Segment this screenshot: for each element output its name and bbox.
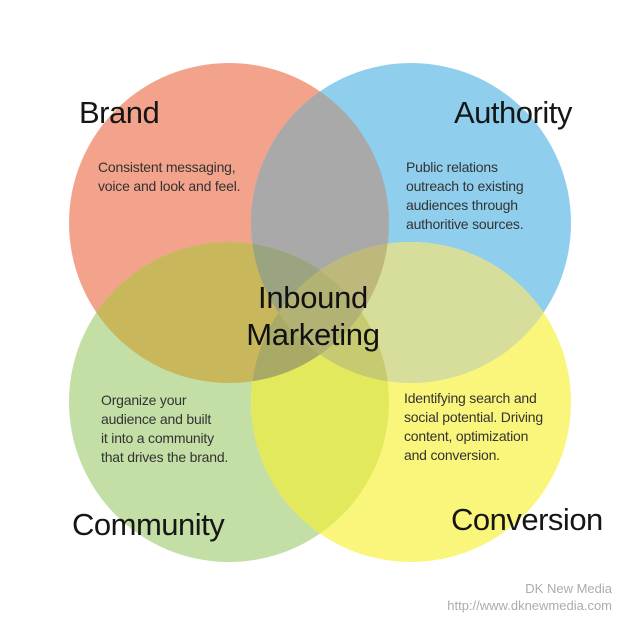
credit-text: DK New Media: [525, 581, 612, 596]
brand-description: Consistent messaging, voice and look and…: [98, 159, 241, 194]
authority-title: Authority: [454, 95, 572, 130]
center-label: Inbound Marketing: [246, 280, 380, 352]
authority-description: Public relations outreach to existing au…: [406, 159, 524, 232]
credit-url: http://www.dknewmedia.com: [447, 598, 612, 613]
conversion-description: Identifying search and social potential.…: [404, 390, 543, 463]
center-overlap: [251, 242, 389, 383]
conversion-title: Conversion: [451, 502, 603, 537]
brand-title: Brand: [79, 95, 160, 130]
community-description: Organize your audience and built it into…: [101, 392, 229, 465]
community-title: Community: [72, 507, 225, 542]
credit-block: DK New Media http://www.dknewmedia.com: [447, 580, 612, 614]
